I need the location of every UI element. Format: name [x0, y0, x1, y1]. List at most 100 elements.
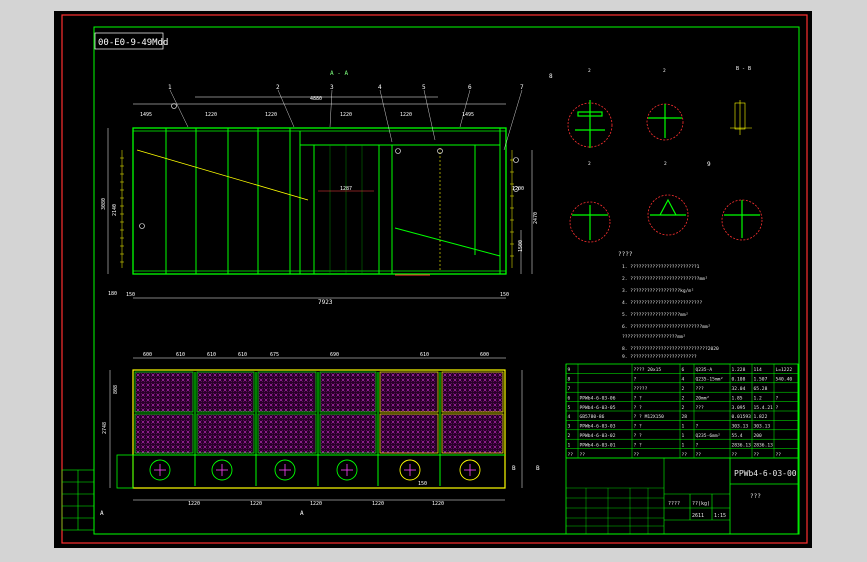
callout-4: 4 [378, 84, 382, 91]
bom-cell: ?? [732, 452, 738, 458]
bom-cell: 6 [682, 367, 685, 373]
plan-view: 600 610 610 610 675 690 610 600 [100, 352, 540, 517]
plan-dim-top-4: 610 [238, 352, 247, 358]
plan-dim-top-5: 675 [270, 352, 279, 358]
bom-cell: 4 [568, 414, 571, 420]
slope-line-yellow [136, 149, 309, 201]
detail-label-8: 8 [549, 73, 553, 80]
drawing-frame [93, 26, 800, 535]
bom-cell: 1.228 [732, 367, 746, 373]
bom-cell: 540.40 [776, 377, 793, 383]
bom-cell: ?? [580, 452, 586, 458]
bom-cell: ?? [568, 452, 574, 458]
plan-dim-top-6: 690 [330, 352, 339, 358]
plan-dim-bottom-3: 1220 [310, 501, 322, 507]
detail-label-bb: B - B [736, 66, 751, 72]
bom-cell: ?? [776, 452, 782, 458]
callout-7: 7 [520, 84, 524, 91]
callout-3: 3 [330, 84, 334, 91]
marker-a-bottom: A [300, 510, 304, 517]
bom-cell: 114 [754, 367, 763, 373]
grating-panel [319, 371, 377, 413]
bom-cell: PPWb4-6-03-01 [580, 442, 616, 448]
bom-cell: ? ? [634, 442, 643, 448]
bom-cell: Q235-15mm² [696, 377, 724, 383]
plan-dim-mid: 150 [418, 481, 427, 487]
bom-cell: 303.13 [754, 424, 771, 430]
bom-cell: ????? [634, 386, 648, 392]
bom-cell: PPWb4-6-03-05 [580, 405, 616, 411]
grating-panel [441, 413, 504, 454]
technical-notes: ???? 1. ????????????????????????1 2. ???… [618, 251, 719, 360]
total-weight: 2611 [692, 513, 704, 519]
bom-cell: Q235-6mm² [696, 433, 721, 439]
bom-cell: 55.4 [732, 433, 743, 439]
bom-cell: 1 [682, 424, 685, 430]
bom-cell: 15.4.21 [754, 405, 774, 411]
drawing-stamp: 00-E0-9-49Mdd [98, 38, 168, 48]
tank-outline [132, 127, 507, 275]
note-4: 4. ?????????????????????????? [622, 300, 702, 306]
slope-line-green [394, 227, 501, 257]
bom-cell: ?? [682, 452, 688, 458]
bom-cell: ? [776, 405, 779, 411]
drawing-viewport [54, 11, 812, 548]
bom-cell: 1.507 [754, 377, 768, 383]
bom-cell: ? [696, 424, 699, 430]
bom-cell: 6 [568, 395, 571, 401]
sheet-border [61, 14, 808, 544]
svg-text:2: 2 [588, 68, 591, 74]
plan-dim-bottom-5: 1220 [432, 501, 444, 507]
dim-left-low: 180 [108, 291, 117, 297]
sheet-label: ???? [668, 501, 680, 507]
plan-dim-bottom-2: 1220 [250, 501, 262, 507]
dim-left-inner: 2140 [112, 204, 118, 216]
bom-cell: 5 [568, 405, 571, 411]
plan-dim-top-2: 610 [176, 352, 185, 358]
bom-cell: 200 [754, 433, 763, 439]
dim-center: 1287 [340, 186, 352, 192]
bom-cell: ? ? [634, 424, 643, 430]
bom-cell: ? ? [634, 395, 643, 401]
grating-panel [196, 371, 255, 413]
plan-dim-top-7: 610 [420, 352, 429, 358]
dim-right-a: 2470 [533, 212, 539, 224]
stamp-box [94, 32, 164, 50]
marker-b-right: B [512, 465, 516, 472]
marker-b-right2: B [536, 465, 540, 472]
bom-cell: 32.04 [732, 386, 746, 392]
bom-cell: ? ? M12X150 [634, 414, 665, 420]
dim-right-c: 1200 [512, 186, 524, 192]
svg-text:2: 2 [588, 161, 591, 167]
svg-text:2: 2 [663, 68, 666, 74]
grating-panel [441, 371, 504, 413]
dim-top-5: 1220 [340, 112, 352, 118]
bom-cell: 2 [682, 405, 685, 411]
bom-cell: 3 [568, 424, 571, 430]
bom-cell: Q235-A [696, 367, 713, 373]
note-9: 9. ???????????????????????? [622, 354, 697, 360]
dim-bottom-right: 150 [500, 292, 509, 298]
plan-dim-left: 2748 [102, 422, 108, 434]
revision-table [61, 469, 95, 531]
bom-cell: 8 [568, 377, 571, 383]
bom-cell: PPWb4-6-03-02 [580, 433, 616, 439]
bom-cell: L=1222 [776, 367, 793, 373]
bom-cell: 1.85 [732, 395, 743, 401]
dim-left-height: 3080 [101, 198, 107, 210]
dim-top-4: 4880 [310, 96, 322, 102]
note-6: 6. ??????????????????????????mm² [622, 324, 711, 330]
note-3: 3. ??????????????????kg/m² [622, 288, 694, 294]
bom-cell: 20mm² [696, 395, 710, 401]
scale: 1:15 [714, 513, 726, 519]
bom-cell: ???? 20x15 [634, 367, 662, 373]
callout-1: 1 [168, 84, 172, 91]
marker-a-left: A [100, 510, 104, 517]
drawing-name: ??? [750, 493, 761, 500]
plan-outline [132, 369, 506, 489]
plan-dim-top-3: 610 [207, 352, 216, 358]
callout-5: 5 [422, 84, 426, 91]
bom-cell: 1 [682, 442, 685, 448]
